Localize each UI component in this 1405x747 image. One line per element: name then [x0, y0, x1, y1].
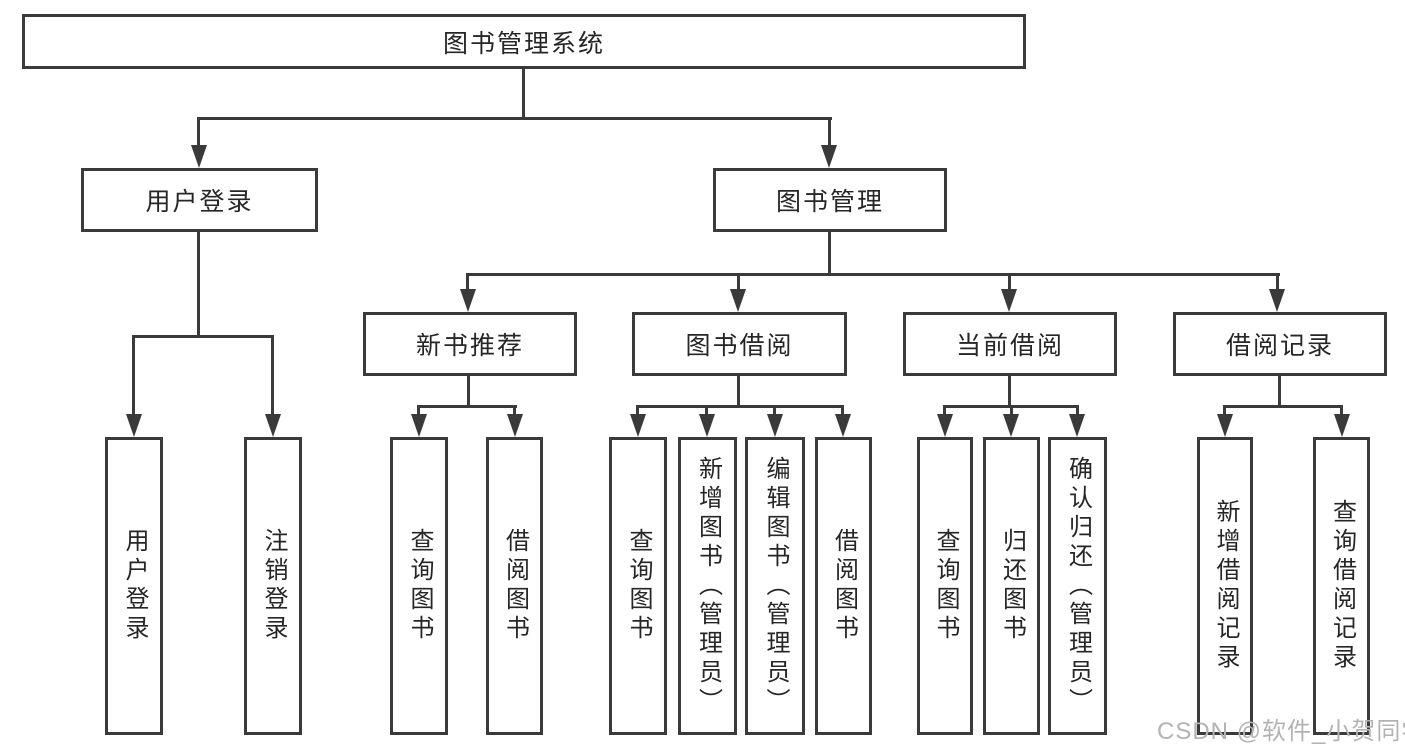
node-book-borrow: 图书借阅: [632, 312, 847, 376]
node-new-book-recommend: 新书推荐: [363, 312, 577, 376]
arrow-down-icon: [699, 414, 715, 437]
arrow-down-icon: [411, 414, 427, 437]
connector-line: [417, 405, 420, 417]
connector-line: [1223, 405, 1343, 408]
leaf-confirm-return-admin: 确认归还（管理员）: [1048, 437, 1107, 735]
node-user-login: 用户登录: [81, 168, 318, 232]
connector-line: [1223, 405, 1226, 417]
connector-line: [132, 335, 135, 417]
connector-line: [466, 273, 469, 293]
node-label: 查询借阅记录: [1328, 499, 1356, 673]
connector-line: [197, 232, 200, 338]
connector-line: [197, 117, 832, 120]
arrow-down-icon: [191, 145, 207, 168]
watermark-csdn: CSDN @软件_小贺同学: [1157, 718, 1405, 745]
node-current-borrow: 当前借阅: [903, 312, 1117, 376]
node-label: 查询图书: [932, 528, 959, 644]
connector-line: [773, 405, 776, 417]
connector-line: [1010, 405, 1013, 417]
node-label: 图书管理系统: [442, 29, 605, 58]
arrow-down-icon: [937, 414, 953, 437]
connector-line: [1008, 376, 1011, 408]
leaf-edit-book-admin: 编辑图书（管理员）: [745, 437, 805, 735]
node-label: 查询图书: [625, 528, 652, 644]
connector-line: [705, 405, 708, 417]
arrow-down-icon: [507, 414, 523, 437]
arrow-down-icon: [821, 145, 837, 168]
node-label: 查询图书: [406, 528, 433, 644]
connector-line: [737, 376, 740, 408]
arrow-down-icon: [265, 414, 281, 437]
connector-line: [828, 117, 831, 150]
connector-line: [1340, 405, 1343, 417]
node-label: 归还图书: [998, 528, 1026, 644]
arrow-down-icon: [835, 414, 851, 437]
connector-line: [1008, 273, 1011, 293]
node-book-management: 图书管理: [713, 168, 947, 232]
connector-line: [513, 405, 516, 417]
connector-line: [271, 335, 274, 417]
arrow-down-icon: [126, 414, 142, 437]
arrow-down-icon: [1217, 414, 1233, 437]
node-label: 用户登录: [121, 528, 148, 644]
node-label: 借阅记录: [1225, 332, 1334, 360]
node-system-root: 图书管理系统: [22, 14, 1026, 69]
connector-line: [1278, 376, 1281, 408]
connector-line: [522, 69, 525, 117]
leaf-user-login: 用户登录: [105, 437, 163, 735]
leaf-add-book-admin: 新增图书（管理员）: [678, 437, 737, 735]
leaf-borrow-books-recommend: 借阅图书: [486, 437, 543, 735]
connector-line: [828, 232, 831, 273]
leaf-add-borrow-record: 新增借阅记录: [1197, 437, 1253, 735]
node-label: 借阅图书: [830, 528, 858, 644]
leaf-logout: 注销登录: [244, 437, 302, 735]
connector-line: [197, 117, 200, 150]
arrow-down-icon: [1069, 414, 1085, 437]
connector-line: [1276, 273, 1279, 293]
connector-line: [132, 335, 274, 338]
node-label: 图书管理: [775, 188, 884, 216]
node-label: 当前借阅: [955, 332, 1064, 360]
leaf-query-borrow-record: 查询借阅记录: [1313, 437, 1370, 735]
node-label: 确认归还（管理员）: [1064, 455, 1092, 717]
node-label: 注销登录: [260, 528, 287, 644]
connector-line: [467, 273, 1280, 276]
connector-line: [417, 405, 517, 408]
arrow-down-icon: [630, 414, 646, 437]
connector-line: [943, 405, 946, 417]
leaf-return-book: 归还图书: [983, 437, 1040, 735]
connector-line: [467, 376, 470, 408]
arrow-down-icon: [460, 289, 476, 312]
arrow-down-icon: [1001, 289, 1017, 312]
connector-line: [1076, 405, 1079, 417]
arrow-down-icon: [1269, 289, 1285, 312]
node-label: 编辑图书（管理员）: [762, 455, 789, 717]
connector-line: [636, 405, 844, 408]
arrow-down-icon: [1003, 414, 1019, 437]
leaf-query-books-recommend: 查询图书: [390, 437, 448, 735]
connector-line: [636, 405, 639, 417]
arrow-down-icon: [1334, 414, 1350, 437]
arrow-down-icon: [730, 289, 746, 312]
connector-line: [841, 405, 844, 417]
node-label: 用户登录: [145, 188, 254, 216]
node-label: 借阅图书: [501, 528, 529, 644]
leaf-query-books-current: 查询图书: [917, 437, 973, 735]
node-label: 新书推荐: [415, 332, 524, 360]
node-label: 图书借阅: [685, 332, 794, 360]
leaf-borrow-books: 借阅图书: [815, 437, 872, 735]
node-label: 新增图书（管理员）: [694, 455, 722, 717]
connector-line: [737, 273, 740, 293]
node-label: 新增借阅记录: [1212, 499, 1239, 673]
node-borrow-records: 借阅记录: [1173, 312, 1387, 376]
leaf-query-books-borrow: 查询图书: [609, 437, 667, 735]
arrow-down-icon: [767, 414, 783, 437]
